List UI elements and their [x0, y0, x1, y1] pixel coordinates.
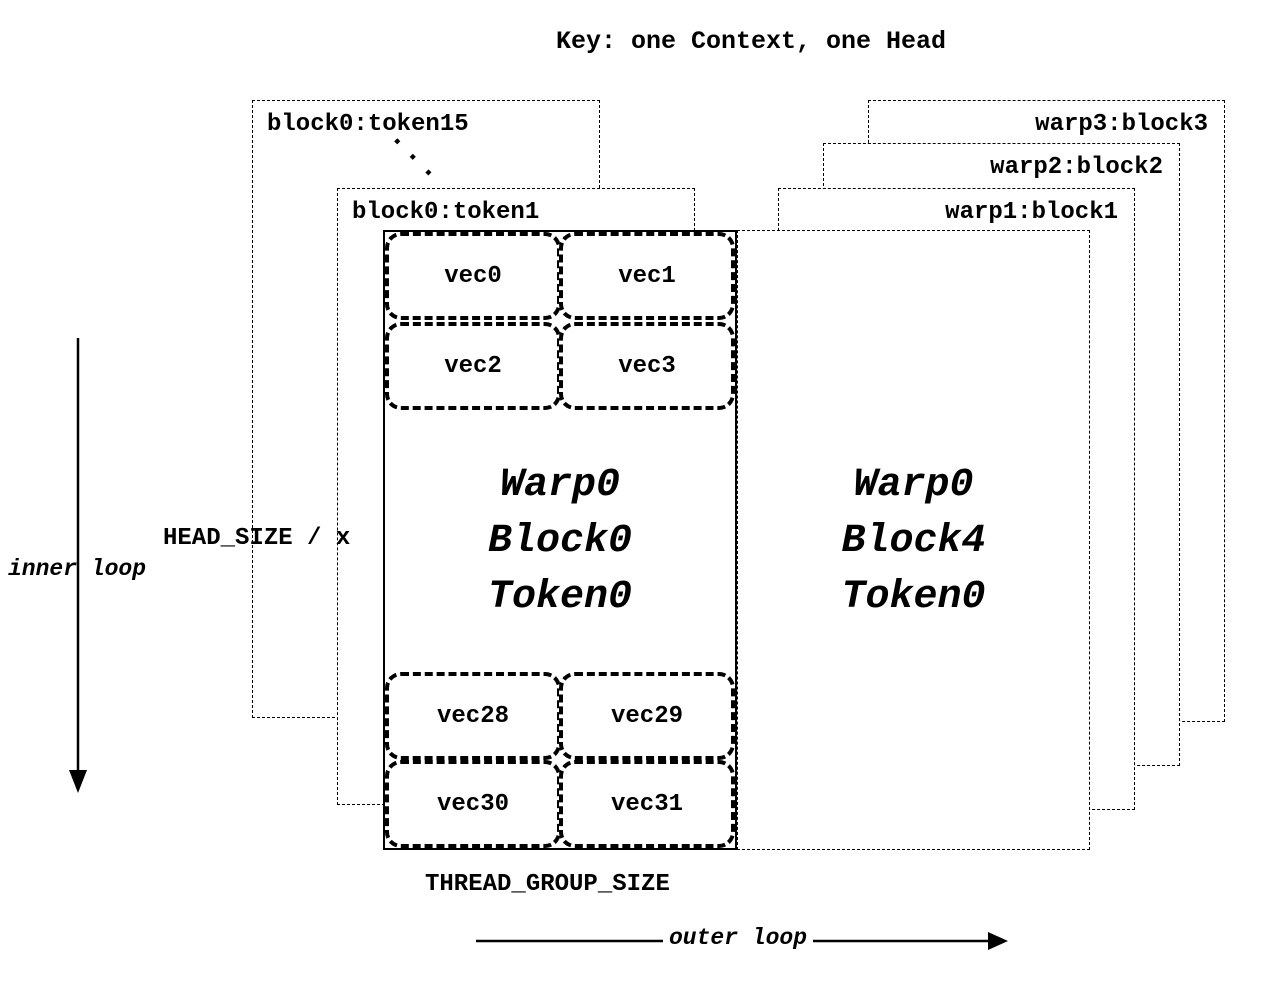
warp0-block4-line3: Token0 [841, 575, 986, 620]
warp0-block0-token0-text: Warp0 Block0 Token0 [383, 458, 737, 626]
vec2-label: vec2 [444, 352, 502, 380]
vec1-cell: vec1 [559, 232, 735, 320]
vec30-label: vec30 [436, 790, 509, 818]
card-block0-token1-label: block0:token1 [352, 199, 540, 226]
vec28-cell: vec28 [385, 672, 561, 760]
vec28-label: vec28 [436, 702, 509, 730]
vec3-label: vec3 [618, 352, 676, 380]
vec0-label: vec0 [444, 262, 502, 290]
diagram-title: Key: one Context, one Head [556, 27, 947, 56]
card-block0-token15-label: block0:token15 [267, 111, 469, 138]
vec3-cell: vec3 [559, 322, 735, 410]
vec29-cell: vec29 [559, 672, 735, 760]
thread-group-size-label: THREAD_GROUP_SIZE [425, 871, 670, 898]
outer-loop-label: outer loop [663, 925, 814, 951]
card-warp1-block1-label: warp1:block1 [945, 199, 1118, 226]
warp0-block0-line1: Warp0 [499, 463, 621, 508]
warp0-block0-line2: Block0 [487, 519, 633, 564]
vec1-label: vec1 [618, 262, 676, 290]
vec2-cell: vec2 [385, 322, 561, 410]
vec31-cell: vec31 [559, 760, 735, 848]
vec29-label: vec29 [610, 702, 683, 730]
card-warp3-block3-label: warp3:block3 [1035, 111, 1208, 138]
warp0-block0-line3: Token0 [487, 575, 633, 620]
card-warp2-block2-label: warp2:block2 [990, 154, 1163, 181]
vec30-cell: vec30 [385, 760, 561, 848]
inner-loop-label: inner loop [8, 556, 147, 582]
card-warp0-block4 [737, 230, 1090, 850]
head-size-label: HEAD_SIZE / x [163, 525, 351, 552]
warp0-block4-token0-text: Warp0 Block4 Token0 [737, 458, 1090, 626]
warp0-block4-line2: Block4 [841, 519, 986, 564]
vec31-label: vec31 [610, 790, 683, 818]
warp0-block4-line1: Warp0 [853, 463, 974, 508]
vec0-cell: vec0 [385, 232, 561, 320]
